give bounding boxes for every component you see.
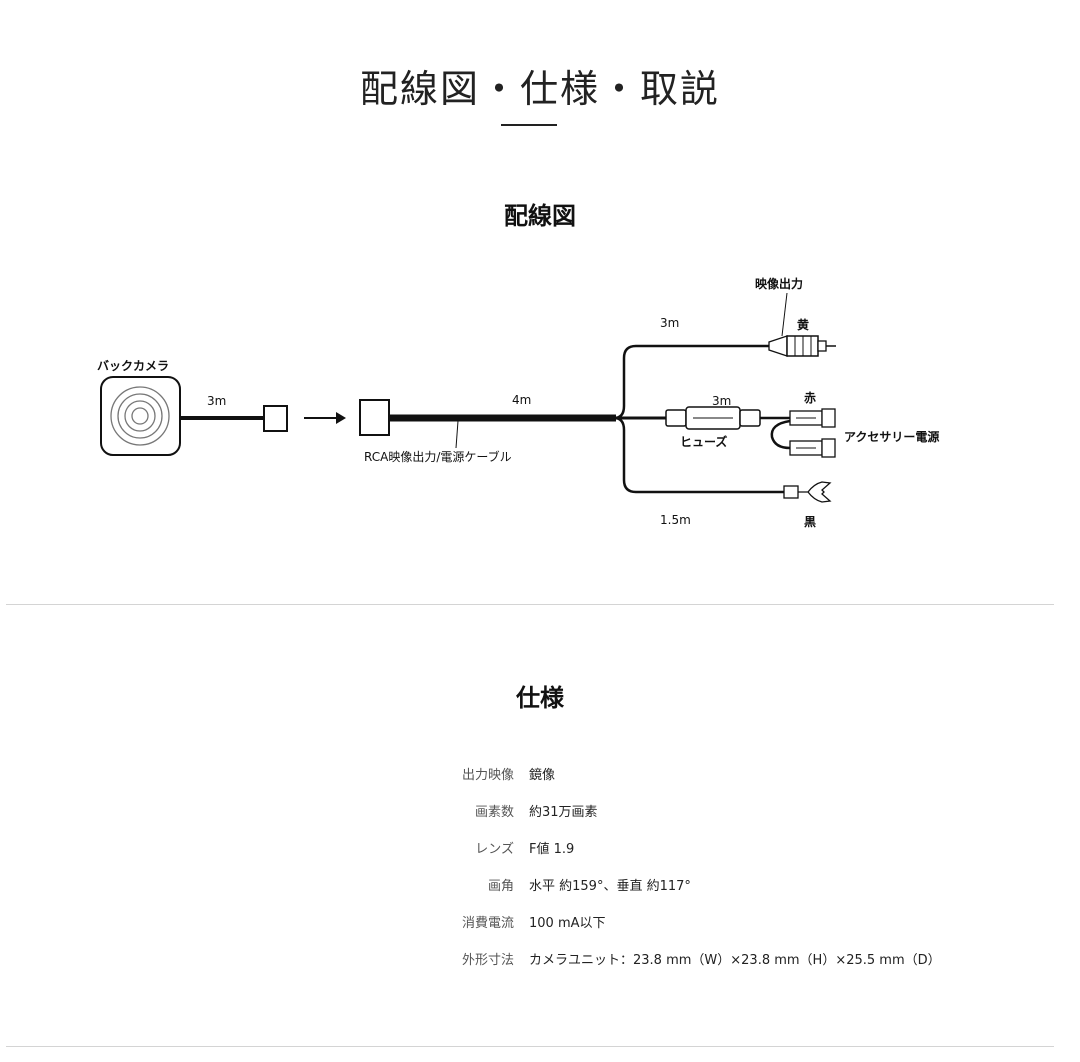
table-row: 消費電流 100 mA以下 [430,903,941,940]
fuse-label: ヒューズ [680,434,727,449]
spec-key: 外形寸法 [461,953,514,968]
spec-value: カメラユニット：23.8 mm（W）×23.8 mm（H）×25.5 mm（D） [529,953,941,968]
ground-cable-length: 1.5m [660,513,691,527]
spec-value: 約31万画素 [529,805,598,820]
camera-connector [263,405,288,432]
spec-table: 出力映像 鏡像 画素数 約31万画素 レンズ F値 1.9 画角 水平 約159… [430,755,941,977]
video-out-label: 映像出力 [755,276,803,291]
ground-color-label: 黒 [804,515,816,529]
spec-value: 水平 約159°、垂直 約117° [529,879,691,894]
section-divider [6,1046,1054,1047]
accessory-terminal [770,408,836,458]
page-title: 配線図・仕様・取説 [359,67,720,111]
main-cable-label: RCA映像出力/電源ケーブル [364,449,512,464]
camera-cable-length: 3m [207,394,226,408]
rca-plug [768,335,836,357]
spec-key: レンズ [475,842,514,857]
power-color-label: 赤 [804,390,816,405]
spec-key: 消費電流 [461,916,514,931]
wiring-heading: 配線図 [504,202,576,230]
accessory-label: アクセサリー電源 [844,429,939,444]
title-underline [501,124,557,126]
spec-key: 出力映像 [461,768,514,783]
main-cable-leader [455,420,459,449]
spec-key: 画素数 [474,805,514,820]
ground-terminal [783,481,832,503]
camera-unit [100,376,181,456]
table-row: 画角 水平 約159°、垂直 約117° [430,866,941,903]
video-cable-length: 3m [660,316,679,330]
camera-label: バックカメラ [97,359,169,373]
table-row: 外形寸法 カメラユニット：23.8 mm（W）×23.8 mm（H）×25.5 … [430,940,941,977]
video-leader [781,292,788,337]
main-cable-connector [359,399,390,436]
spec-heading: 仕様 [516,684,564,712]
connect-arrow [304,412,346,424]
spec-value: F値 1.9 [529,842,575,857]
table-row: 出力映像 鏡像 [430,755,941,792]
section-divider [6,604,1054,605]
spec-value: 鏡像 [529,768,556,783]
power-cable-length: 3m [712,394,731,408]
table-row: 画素数 約31万画素 [430,792,941,829]
video-color-label: 黄 [797,317,809,332]
fuse [665,406,761,430]
table-row: レンズ F値 1.9 [430,829,941,866]
spec-key: 画角 [487,879,514,894]
main-cable-length: 4m [512,393,531,407]
spec-value: 100 mA以下 [529,916,606,931]
